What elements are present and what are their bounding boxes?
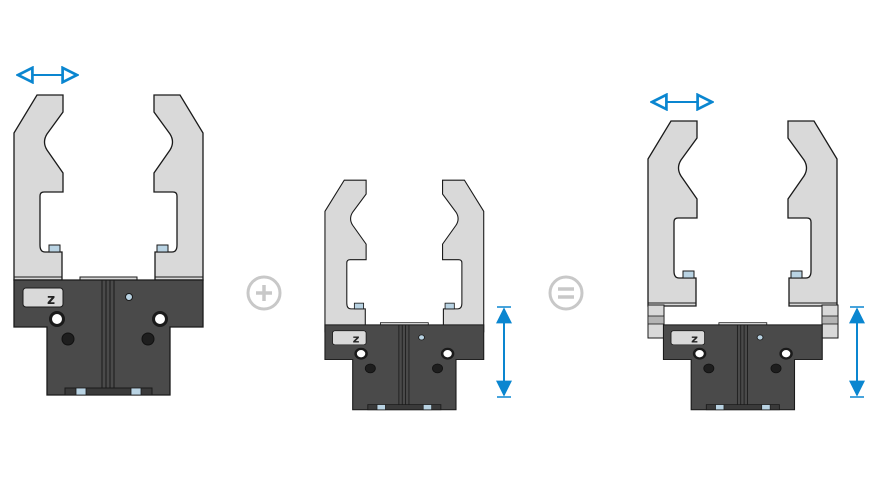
gripper-long-stroke: [12, 94, 205, 397]
equals-icon: [548, 275, 584, 311]
left-spacer-plate: [647, 304, 665, 339]
gripper-compact: [323, 179, 485, 412]
plus-icon: [246, 275, 282, 311]
gripper-combined: [647, 120, 839, 412]
right-spacer-plate: [821, 304, 839, 339]
